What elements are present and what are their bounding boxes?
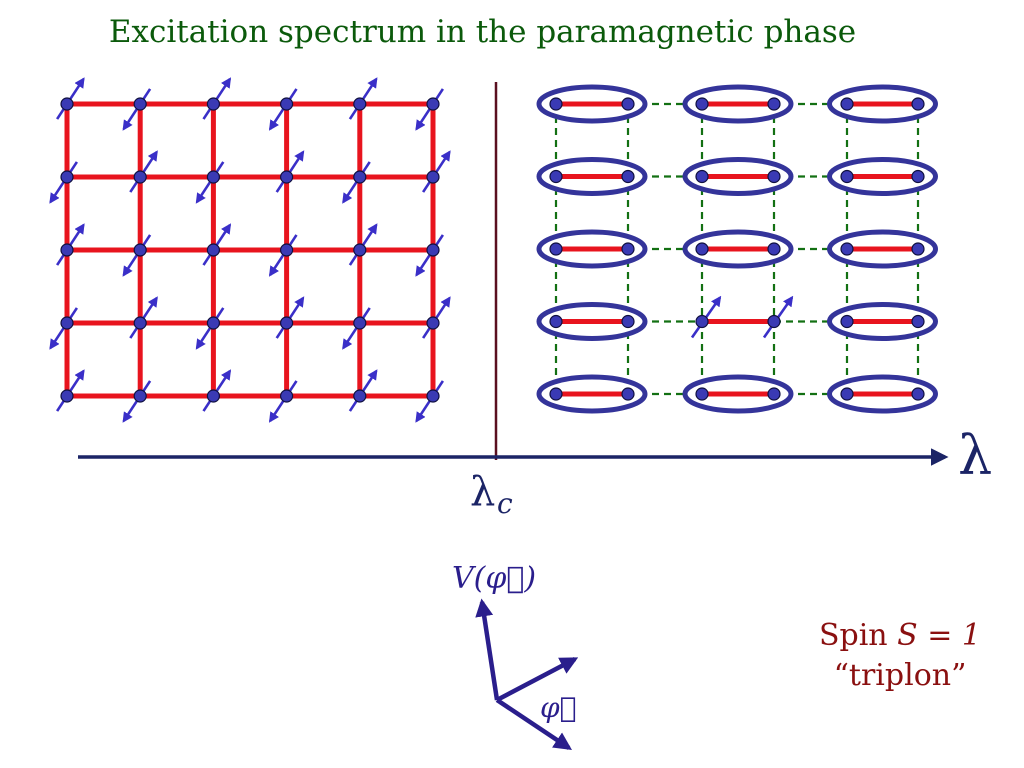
potential-label: V(φ⃗)	[452, 561, 536, 596]
lattice-site	[133, 97, 147, 111]
field-axis-arrow-lower	[495, 698, 572, 750]
lattice-site	[133, 389, 147, 403]
lattice-site	[206, 97, 220, 111]
lattice-site	[695, 169, 709, 184]
lattice-site	[911, 97, 925, 111]
lattice-site	[426, 316, 440, 330]
lattice-site	[60, 316, 74, 330]
lattice-site	[280, 389, 294, 403]
critical-coupling-label: λ c	[470, 469, 513, 520]
lattice-site	[353, 389, 367, 403]
lattice-site	[280, 97, 294, 111]
lattice-site	[426, 243, 440, 257]
lattice-site	[911, 314, 925, 329]
lattice-site	[280, 243, 294, 257]
lattice-site	[911, 387, 925, 401]
lattice-site	[695, 242, 709, 256]
lattice-site	[767, 169, 781, 184]
lattice-site	[133, 170, 147, 184]
lattice-site	[840, 169, 854, 184]
lattice-site	[280, 170, 294, 184]
lattice-site	[767, 387, 781, 401]
lattice-site	[840, 387, 854, 401]
lattice-site	[549, 169, 563, 184]
lattice-site	[60, 170, 74, 184]
lattice-site	[353, 97, 367, 111]
lambda-c-symbol: λ	[470, 469, 495, 515]
lattice-site	[353, 170, 367, 184]
lattice-site	[426, 170, 440, 184]
lattice-site	[621, 242, 635, 256]
lattice-site	[767, 242, 781, 256]
lattice-site	[549, 97, 563, 111]
lattice-site	[280, 316, 294, 330]
lattice-site	[621, 387, 635, 401]
lattice-site	[549, 387, 563, 401]
spin-annotation: Spin S = 1 “triplon”	[790, 616, 1010, 696]
lattice-site	[911, 242, 925, 256]
lattice-site	[206, 243, 220, 257]
lattice-site	[840, 97, 854, 111]
lattice-site	[426, 389, 440, 403]
spin-value: S = 1	[897, 618, 982, 653]
lambda-c-subscript: c	[497, 487, 513, 520]
lattice-site	[840, 314, 854, 329]
lattice-site	[549, 314, 563, 329]
lattice-site	[621, 97, 635, 111]
lattice-site	[695, 387, 709, 401]
lattice-site	[767, 97, 781, 111]
lambda-axis-label: λ	[958, 424, 992, 487]
lattice-site	[911, 169, 925, 184]
lattice-site	[133, 316, 147, 330]
order-parameter-diagram: V(φ⃗) φ⃗	[452, 561, 579, 750]
lattice-site	[840, 242, 854, 256]
lattice-site	[621, 314, 635, 329]
field-label: φ⃗	[540, 691, 576, 724]
lattice-site	[353, 316, 367, 330]
lattice-site	[206, 170, 220, 184]
lattice-site	[695, 97, 709, 111]
spin-line-1: Spin S = 1	[790, 616, 1010, 656]
lattice-site	[60, 243, 74, 257]
potential-axis-arrow	[475, 598, 500, 701]
lattice-site	[60, 97, 74, 111]
field-axis-arrow-upper	[495, 657, 579, 702]
triplon-label: “triplon”	[833, 658, 967, 693]
lattice-site	[695, 314, 709, 329]
lattice-site	[767, 314, 781, 329]
lattice-site	[206, 389, 220, 403]
lattice-site	[621, 169, 635, 184]
spin-prefix: Spin	[818, 618, 898, 653]
dimerized-lattice	[536, 84, 938, 414]
lattice-site	[426, 97, 440, 111]
slide-title: Excitation spectrum in the paramagnetic …	[108, 14, 857, 50]
lattice-site	[206, 316, 220, 330]
antiferromagnet-lattice	[49, 77, 451, 423]
lattice-site	[60, 389, 74, 403]
lattice-site	[133, 243, 147, 257]
lattice-site	[549, 242, 563, 256]
lattice-site	[353, 243, 367, 257]
